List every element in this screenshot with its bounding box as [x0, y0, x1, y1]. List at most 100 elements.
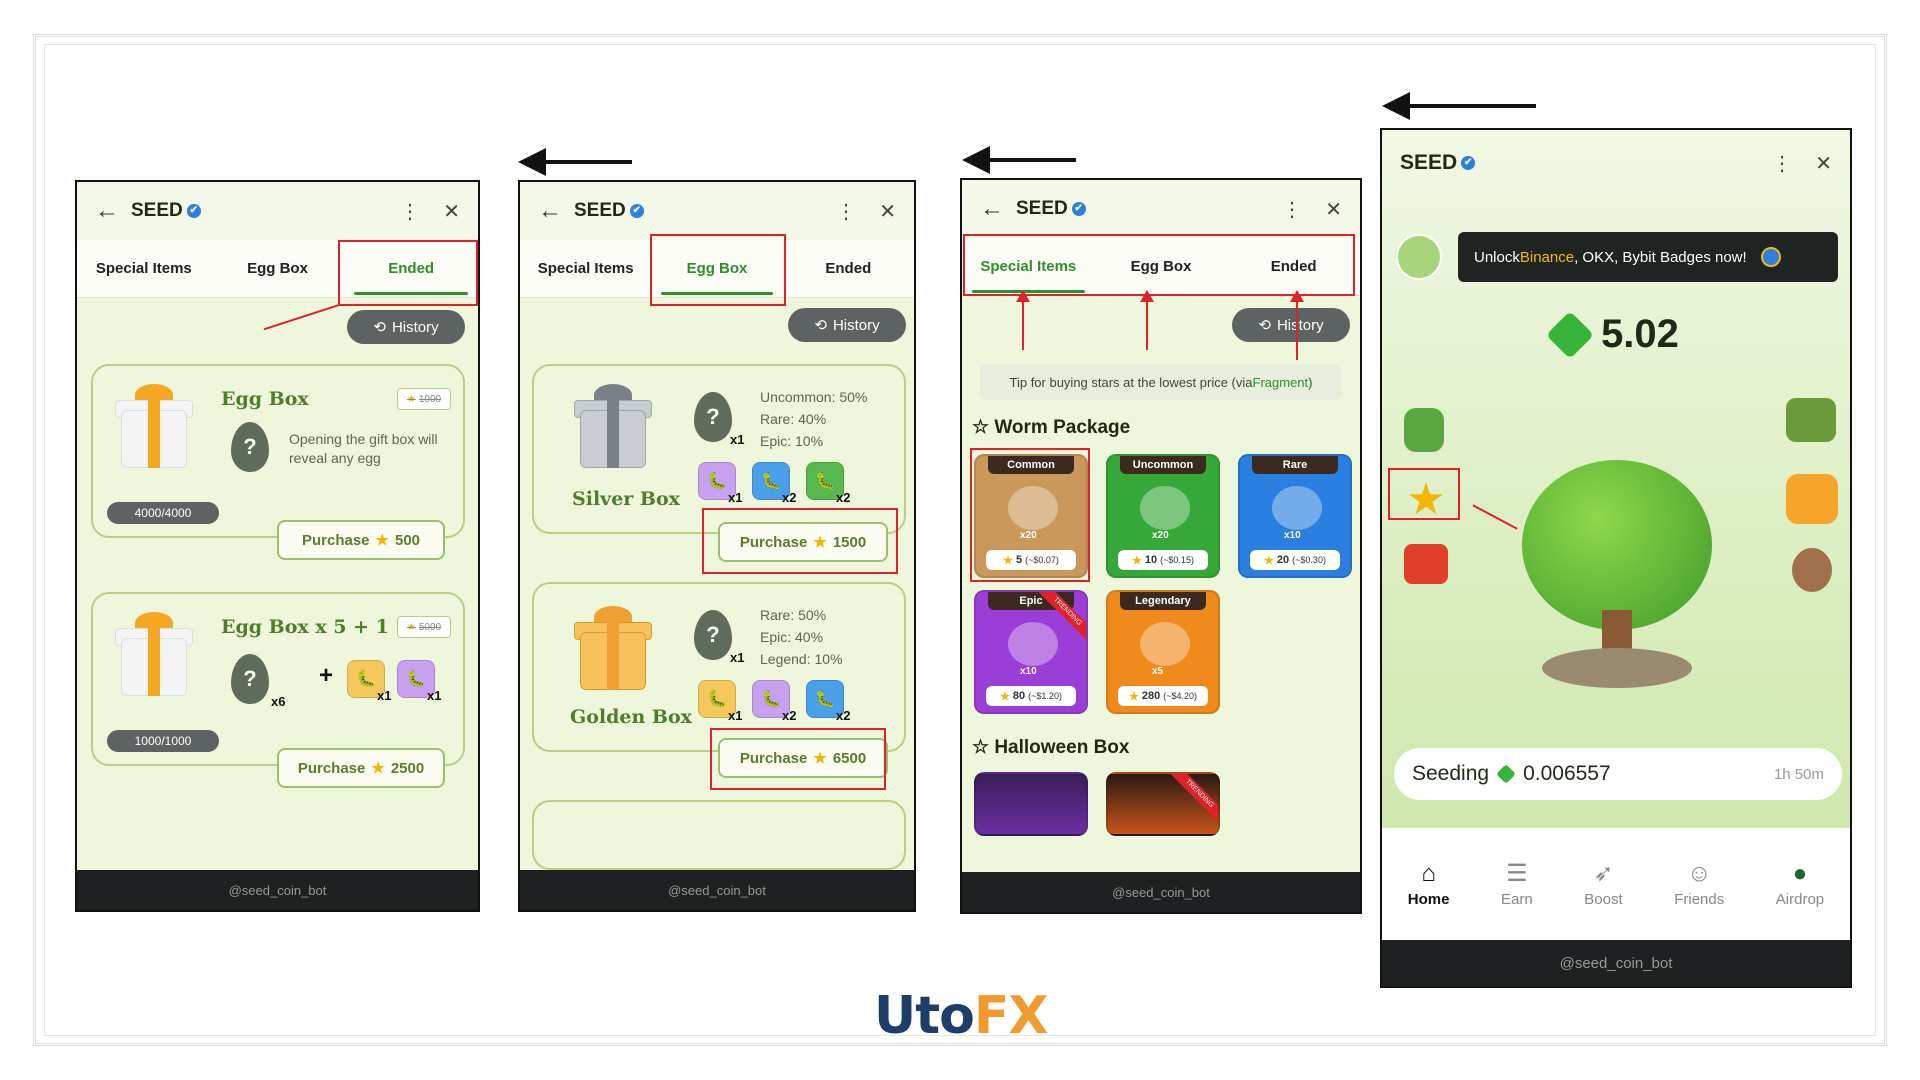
purchase-button[interactable]: Purchase★1500: [718, 522, 888, 562]
tab-ended[interactable]: Ended: [344, 240, 478, 297]
old-price-badge: ★1000: [397, 388, 451, 410]
app-header: ← SEED✔ ⋮ ✕: [77, 182, 478, 240]
tab-special-items[interactable]: Special Items: [95, 260, 192, 277]
flow-arrow: [518, 148, 632, 176]
nav-airdrop[interactable]: ●Airdrop: [1775, 859, 1825, 908]
profile-avatar[interactable]: [1396, 234, 1442, 280]
history-icon: ⟲: [373, 319, 386, 336]
badge-banner[interactable]: Unlock Binance , OKX, Bybit Badges now!: [1458, 232, 1838, 282]
binance-text: Binance: [1519, 248, 1575, 266]
highlight-egg-box-tab: [650, 234, 786, 306]
tab-ended[interactable]: Ended: [825, 260, 872, 277]
odds-rare: Rare: 40%: [760, 411, 827, 427]
tree-icon[interactable]: [1502, 460, 1732, 700]
store-icon[interactable]: [1404, 544, 1448, 584]
tab-ended[interactable]: Ended: [1270, 258, 1317, 275]
game-icon[interactable]: [1786, 474, 1838, 524]
panel-egg-box: ← SEED✔ ⋮ ✕ Special Items Egg Box Ended …: [518, 180, 916, 912]
close-icon[interactable]: ✕: [879, 200, 896, 223]
golden-gift-icon: [574, 606, 652, 692]
fragment-link[interactable]: Fragment: [1252, 374, 1309, 390]
purchase-button[interactable]: Purchase★6500: [718, 738, 888, 778]
close-icon[interactable]: ✕: [443, 200, 460, 223]
app-title: SEED✔: [131, 200, 201, 222]
bot-footer: @seed_coin_bot: [1382, 940, 1850, 986]
item-multiplier: x2: [782, 490, 797, 505]
tab-egg-box[interactable]: Egg Box: [651, 240, 782, 297]
worm-item-icon: 🐛: [752, 462, 790, 500]
history-button[interactable]: ⟲History: [788, 308, 906, 342]
next-box-card: [532, 800, 906, 870]
odds-uncommon: Uncommon: 50%: [760, 389, 868, 405]
nav-boost[interactable]: ➶Boost: [1584, 859, 1623, 908]
gift-box-icon: [115, 612, 193, 698]
worm-price: ★280(~$4.20): [1118, 686, 1208, 706]
tab-egg-box[interactable]: Egg Box: [1130, 258, 1192, 275]
worm-price: ★20(~$0.30): [1250, 550, 1340, 570]
backpack-icon[interactable]: [1404, 408, 1444, 452]
item-multiplier: x2: [836, 490, 851, 505]
close-icon[interactable]: ✕: [1815, 152, 1832, 175]
worm-icon: [1140, 486, 1190, 530]
nav-earn[interactable]: ☰Earn: [1501, 859, 1533, 908]
purchase-button[interactable]: Purchase★2500: [277, 748, 445, 788]
rarity-label: Uncommon: [1120, 456, 1206, 474]
back-icon[interactable]: ←: [95, 197, 119, 224]
menu-icon[interactable]: ⋮: [1772, 152, 1792, 175]
tab-egg-box[interactable]: Egg Box: [247, 260, 308, 277]
back-icon[interactable]: ←: [980, 195, 1004, 222]
bottom-nav: ⌂Home ☰Earn ➶Boost ☺Friends ●Airdrop: [1382, 828, 1850, 940]
verified-icon: ✔: [1071, 202, 1086, 216]
star-shop-icon[interactable]: ★: [1406, 475, 1446, 524]
seeding-bar[interactable]: Seeding 0.006557 1h 50m: [1394, 748, 1842, 800]
rarity-label: Rare: [1252, 456, 1338, 474]
purchase-button[interactable]: Purchase★500: [277, 520, 445, 560]
worm-item-icon: 🐛: [806, 462, 844, 500]
egg-multiplier: x6: [271, 694, 286, 709]
panel-ended: ← SEED✔ ⋮ ✕ Special Items Egg Box Ended …: [75, 180, 480, 912]
worm-qty: x20: [1020, 530, 1037, 541]
tab-special-items[interactable]: Special Items: [537, 260, 634, 277]
worm-item-icon: 🐛: [698, 462, 736, 500]
tab-bar: Special Items Egg Box Ended: [77, 240, 478, 298]
tip-banner[interactable]: Tip for buying stars at the lowest price…: [980, 364, 1342, 400]
worm-price: ★5(~$0.07): [986, 550, 1076, 570]
halloween-item-pumpkin[interactable]: TRENDING: [1106, 772, 1220, 836]
mystery-egg-icon: ?: [694, 610, 732, 660]
mystery-egg-icon: ?: [231, 654, 269, 704]
menu-icon[interactable]: ⋮: [1282, 198, 1302, 221]
highlight-tab-bar: [963, 234, 1355, 296]
worm-package-title: ☆ Worm Package: [972, 417, 1131, 438]
menu-icon[interactable]: ⋮: [400, 200, 420, 223]
nav-home[interactable]: ⌂Home: [1407, 859, 1450, 908]
seed-gem-icon: [1496, 764, 1516, 784]
history-button[interactable]: ⟲History: [1232, 308, 1350, 342]
boost-icon: ➶: [1593, 859, 1614, 887]
back-icon[interactable]: ←: [538, 197, 562, 224]
bot-footer: @seed_coin_bot: [77, 870, 478, 910]
app-title: SEED✔: [1400, 151, 1476, 175]
highlight-common-worm: [970, 448, 1090, 582]
red-pointer-arrow: [1140, 290, 1154, 350]
menu-icon[interactable]: ⋮: [836, 200, 856, 223]
app-header: SEED✔ ⋮ ✕: [1382, 130, 1850, 196]
worm-icon: [1140, 622, 1190, 666]
bot-footer: @seed_coin_bot: [962, 872, 1360, 912]
history-button[interactable]: ⟲History: [347, 310, 465, 344]
halloween-item-witch[interactable]: [974, 772, 1088, 836]
owl-icon[interactable]: [1792, 548, 1832, 592]
nav-friends[interactable]: ☺Friends: [1674, 859, 1725, 908]
close-icon[interactable]: ✕: [1325, 198, 1342, 221]
outer-frame: [33, 34, 1887, 1046]
odds-epic: Epic: 40%: [760, 629, 824, 645]
history-icon: ⟲: [1258, 317, 1271, 334]
seed-gem-icon: [1546, 310, 1595, 359]
farm-icon[interactable]: [1786, 398, 1836, 442]
worm-qty: x10: [1020, 666, 1037, 677]
highlight-star-icon: [1388, 468, 1460, 520]
